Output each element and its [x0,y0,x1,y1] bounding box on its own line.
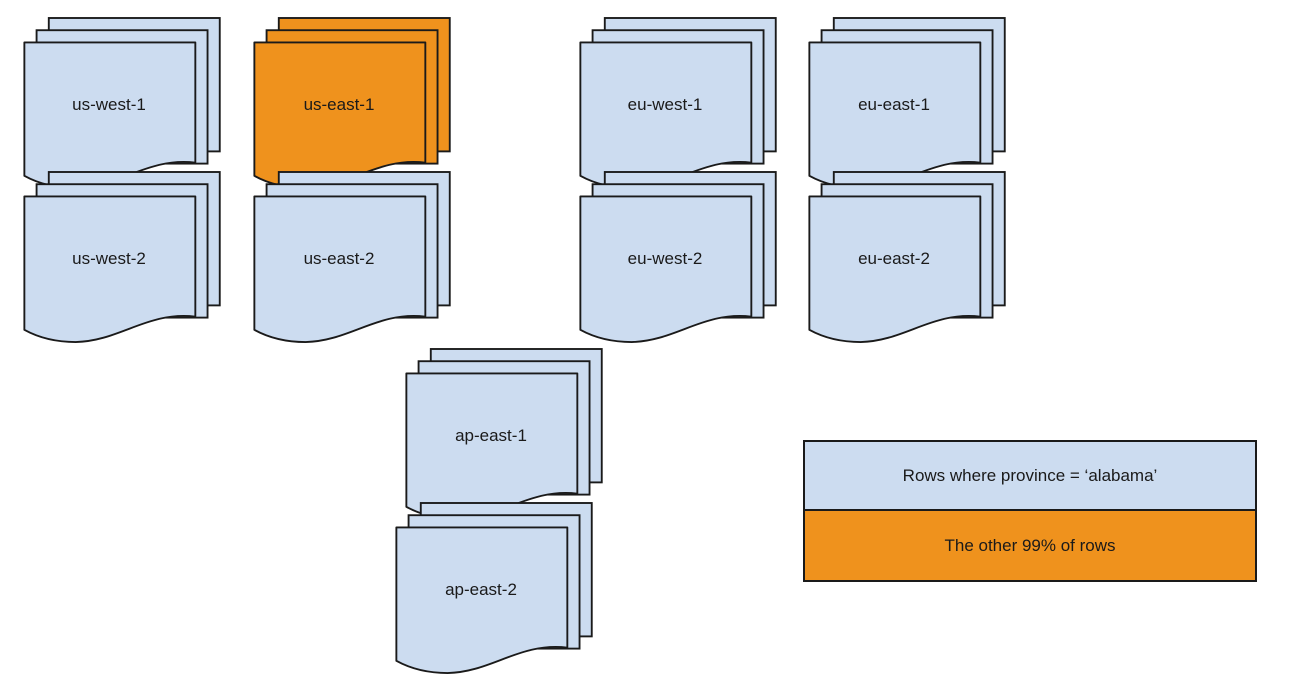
region-stack-eu-west-2[interactable]: eu-west-2 [574,171,784,343]
region-stack-eu-east-2[interactable]: eu-east-2 [803,171,1013,343]
region-stack-us-east-2[interactable]: us-east-2 [248,171,458,343]
legend-item-other-rows: The other 99% of rows [805,511,1255,580]
multi-document-icon [23,17,221,189]
document-sheet-front [253,195,427,343]
region-stack-us-west-1[interactable]: us-west-1 [18,17,228,189]
region-stack-us-east-1[interactable]: us-east-1 [248,17,458,189]
region-stack-ap-east-1[interactable]: ap-east-1 [400,348,610,520]
document-sheet-front [579,41,753,189]
document-sheet-front [808,41,982,189]
multi-document-icon [405,348,603,520]
document-sheet-front [23,195,197,343]
multi-document-icon [395,502,593,674]
legend-item-label: Rows where province = ‘alabama’ [902,465,1158,485]
region-stack-ap-east-2[interactable]: ap-east-2 [390,502,600,674]
multi-document-icon [579,17,777,189]
document-sheet-front [395,526,569,674]
document-sheet-front [405,372,579,520]
multi-document-icon [23,171,221,343]
legend-item-label: The other 99% of rows [944,535,1116,555]
multi-document-icon [579,171,777,343]
region-stack-us-west-2[interactable]: us-west-2 [18,171,228,343]
document-sheet-front [23,41,197,189]
legend: Rows where province = ‘alabama’ The othe… [803,440,1257,582]
document-sheet-front [579,195,753,343]
multi-document-icon [253,17,451,189]
multi-document-icon [808,17,1006,189]
legend-item-alabama-rows: Rows where province = ‘alabama’ [805,442,1255,511]
document-sheet-front [253,41,427,189]
multi-document-icon [253,171,451,343]
multi-document-icon [808,171,1006,343]
document-sheet-front [808,195,982,343]
region-stack-eu-east-1[interactable]: eu-east-1 [803,17,1013,189]
region-stack-eu-west-1[interactable]: eu-west-1 [574,17,784,189]
